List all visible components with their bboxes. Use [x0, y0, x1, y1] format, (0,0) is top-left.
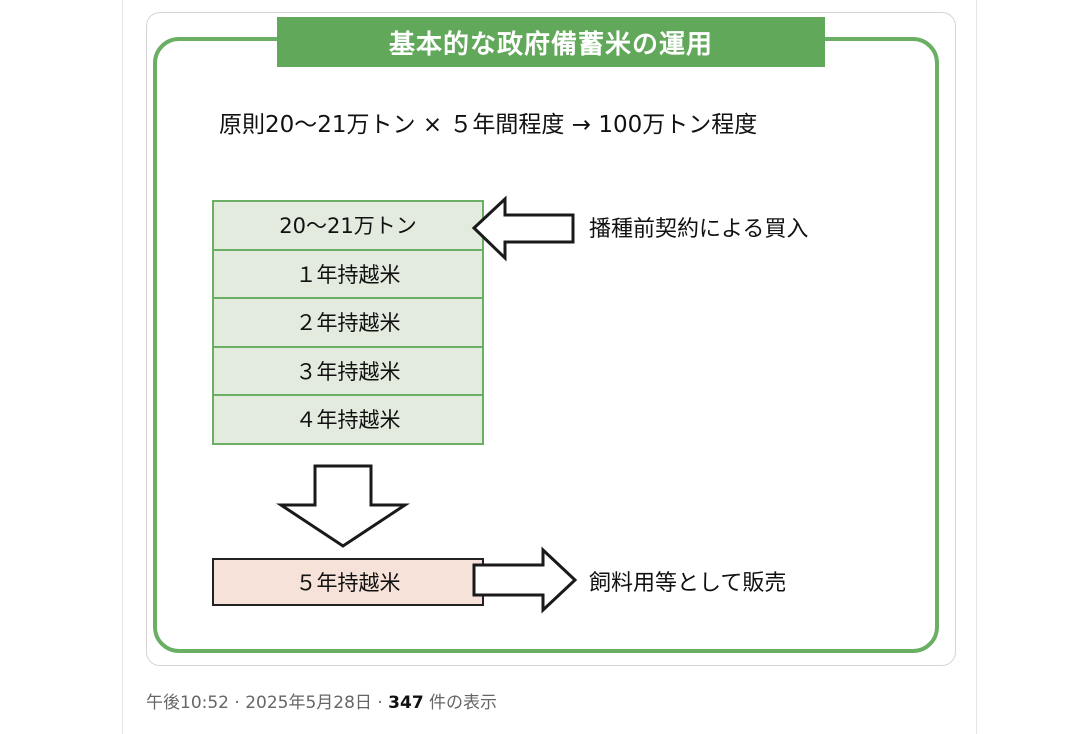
stack-box-year-2: ２年持越米: [212, 297, 484, 348]
meta-separator: ·: [371, 693, 389, 713]
stack-box-year-1: １年持越米: [212, 248, 484, 299]
column-divider-left: [122, 0, 123, 734]
sale-arrow: [472, 546, 578, 614]
post-date[interactable]: 2025年5月28日: [245, 693, 372, 713]
purchase-arrow: [471, 195, 575, 262]
purchase-label: 播種前契約による買入: [589, 217, 809, 242]
stack-box-year-3: ３年持越米: [212, 345, 484, 396]
views-count: 347: [388, 693, 424, 713]
meta-separator: ·: [229, 693, 246, 713]
post-meta: 午後10:52 · 2025年5月28日 · 347 件の表示: [146, 690, 497, 716]
post-time[interactable]: 午後10:52: [146, 693, 229, 713]
sale-label: 飼料用等として販売: [589, 571, 787, 596]
stack-box-new-purchase: 20〜21万トン: [212, 200, 484, 251]
post-image[interactable]: 基本的な政府備蓄米の運用 原則20〜21万トン × ５年間程度 → 100万トン…: [146, 12, 956, 666]
stock-stack: 20〜21万トン １年持越米 ２年持越米 ３年持越米 ４年持越米: [212, 200, 484, 445]
diagram-title: 基本的な政府備蓄米の運用: [277, 17, 825, 67]
column-divider-right: [976, 0, 977, 734]
carryover-down-arrow: [276, 464, 410, 548]
sale-box: ５年持越米: [212, 558, 484, 606]
formula-text: 原則20〜21万トン × ５年間程度 → 100万トン程度: [219, 112, 758, 138]
views-label: 件の表示: [423, 693, 498, 713]
stack-box-year-4: ４年持越米: [212, 394, 484, 445]
